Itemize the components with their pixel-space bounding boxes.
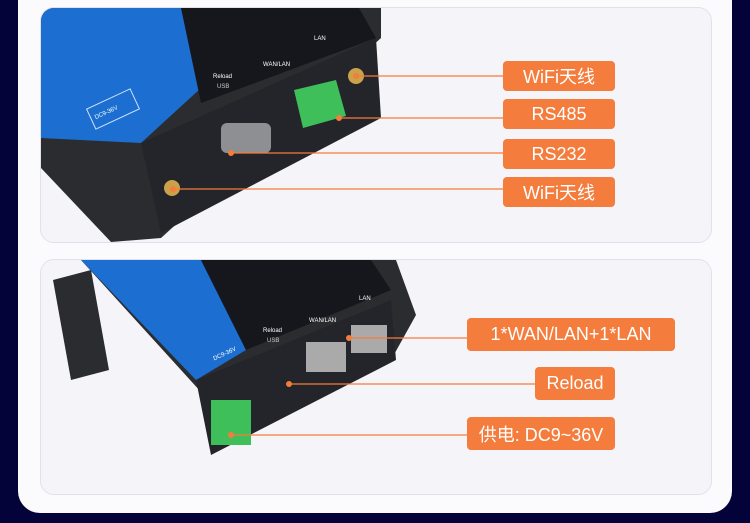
rs232-port-icon: [221, 123, 271, 153]
usb-silk-label: USB: [217, 84, 229, 90]
router-photo-top: DC9-36V Reload USB WAN/LAN LAN: [41, 8, 503, 242]
ethernet-port-icon: [351, 325, 387, 353]
mounting-ear-icon: [53, 270, 109, 380]
callout-rs485: RS485: [503, 99, 615, 129]
power-terminal-icon: [211, 400, 251, 445]
callout-wifi-antenna-1: WiFi天线: [503, 61, 615, 91]
lan-silk-label: LAN: [314, 36, 326, 42]
wanlan-silk-label: WAN/LAN: [263, 62, 290, 68]
callout-wifi-antenna-2: WiFi天线: [503, 177, 615, 207]
callout-ethernet-ports: 1*WAN/LAN+1*LAN: [467, 318, 675, 351]
wanlan-silk-label: WAN/LAN: [309, 318, 336, 324]
reload-silk-label: Reload: [263, 328, 282, 334]
ethernet-port-icon: [306, 342, 346, 372]
top-product-card: DC9-36V Reload USB WAN/LAN LAN WiFi天线 RS…: [40, 7, 712, 243]
callout-reload: Reload: [535, 367, 615, 400]
reload-silk-label: Reload: [213, 74, 232, 80]
callout-power-supply: 供电: DC9~36V: [467, 417, 615, 450]
content-panel: DC9-36V Reload USB WAN/LAN LAN WiFi天线 RS…: [18, 0, 732, 513]
rs485-terminal-icon: [294, 80, 346, 128]
callout-rs232: RS232: [503, 139, 615, 169]
router-photo-bottom: DC9-36V Reload USB WAN/LAN LAN: [53, 260, 535, 455]
usb-silk-label: USB: [267, 338, 279, 344]
bottom-product-card: DC9-36V Reload USB WAN/LAN LAN 1*WAN/LAN…: [40, 259, 712, 495]
lan-silk-label: LAN: [359, 296, 371, 302]
